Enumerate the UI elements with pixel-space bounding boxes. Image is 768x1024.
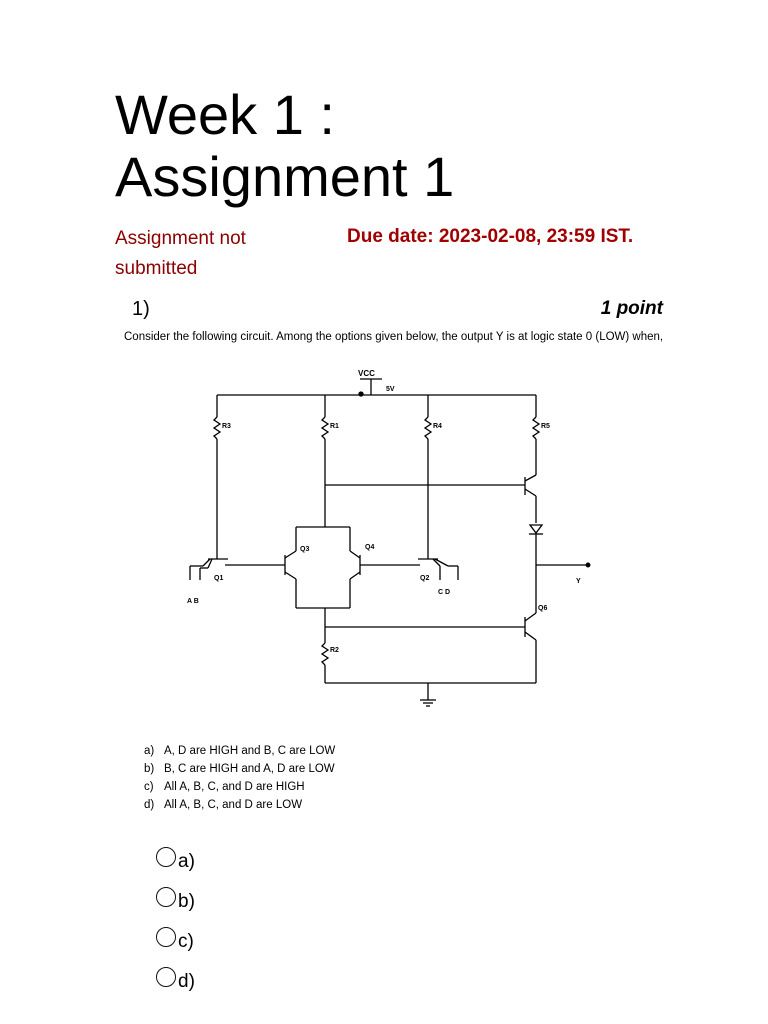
- r2-resistor: [320, 642, 330, 666]
- choice-b-radio[interactable]: b): [156, 881, 195, 913]
- r1-label: R1: [330, 423, 339, 430]
- q2-label: Q2: [420, 575, 429, 582]
- choice-c-label: c): [178, 931, 194, 952]
- option-d: d)All A, B, C, and D are LOW: [144, 799, 303, 811]
- choice-c-radio[interactable]: c): [156, 921, 194, 953]
- question-text: Consider the following circuit. Among th…: [124, 331, 664, 343]
- option-b: b)B, C are HIGH and A, D are LOW: [144, 763, 335, 775]
- inputs-cd-label: C D: [438, 589, 450, 596]
- vcc-value: 5V: [386, 386, 395, 393]
- r3-label: R3: [222, 423, 231, 430]
- radio-button-icon[interactable]: [156, 927, 176, 947]
- r4-resistor: [423, 416, 433, 440]
- due-date: Due date: 2023-02-08, 23:59 IST.: [347, 226, 634, 247]
- r5-resistor: [531, 416, 541, 440]
- option-c: c)All A, B, C, and D are HIGH: [144, 781, 305, 793]
- answer-options-list: a)A, D are HIGH and B, C are LOW b)B, C …: [144, 742, 335, 814]
- inputs-ab-label: A B: [187, 598, 199, 605]
- r4-label: R4: [433, 423, 442, 430]
- radio-button-icon[interactable]: [156, 967, 176, 987]
- output-y-label: Y: [576, 578, 581, 585]
- r2-label: R2: [330, 647, 339, 654]
- q4-label: Q4: [365, 544, 374, 551]
- question-number: 1): [132, 298, 150, 320]
- radio-button-icon[interactable]: [156, 847, 176, 867]
- question-points: 1 point: [600, 298, 663, 319]
- title-line-1: Week 1 :: [115, 83, 335, 146]
- title-line-2: Assignment 1: [115, 145, 455, 208]
- r5-label: R5: [541, 423, 550, 430]
- q6-label: Q6: [538, 605, 547, 612]
- choice-b-label: b): [178, 891, 195, 912]
- q3-label: Q3: [300, 546, 309, 553]
- choice-d-label: d): [178, 971, 195, 992]
- r1-resistor: [320, 416, 330, 440]
- diode: [528, 524, 544, 535]
- radio-button-icon[interactable]: [156, 887, 176, 907]
- circuit-diagram: VCC 5V R3 R1 R4 R5 Y Q6: [187, 369, 591, 707]
- page-title: Week 1 : Assignment 1: [115, 84, 675, 208]
- vcc-label: VCC: [358, 369, 375, 378]
- choice-d-radio[interactable]: d): [156, 961, 195, 993]
- r3-resistor: [212, 416, 222, 440]
- submission-status: Assignment not submitted: [115, 228, 246, 279]
- choice-a-label: a): [178, 851, 195, 872]
- q1-label: Q1: [214, 575, 223, 582]
- option-a: a)A, D are HIGH and B, C are LOW: [144, 745, 336, 757]
- choice-a-radio[interactable]: a): [156, 841, 195, 873]
